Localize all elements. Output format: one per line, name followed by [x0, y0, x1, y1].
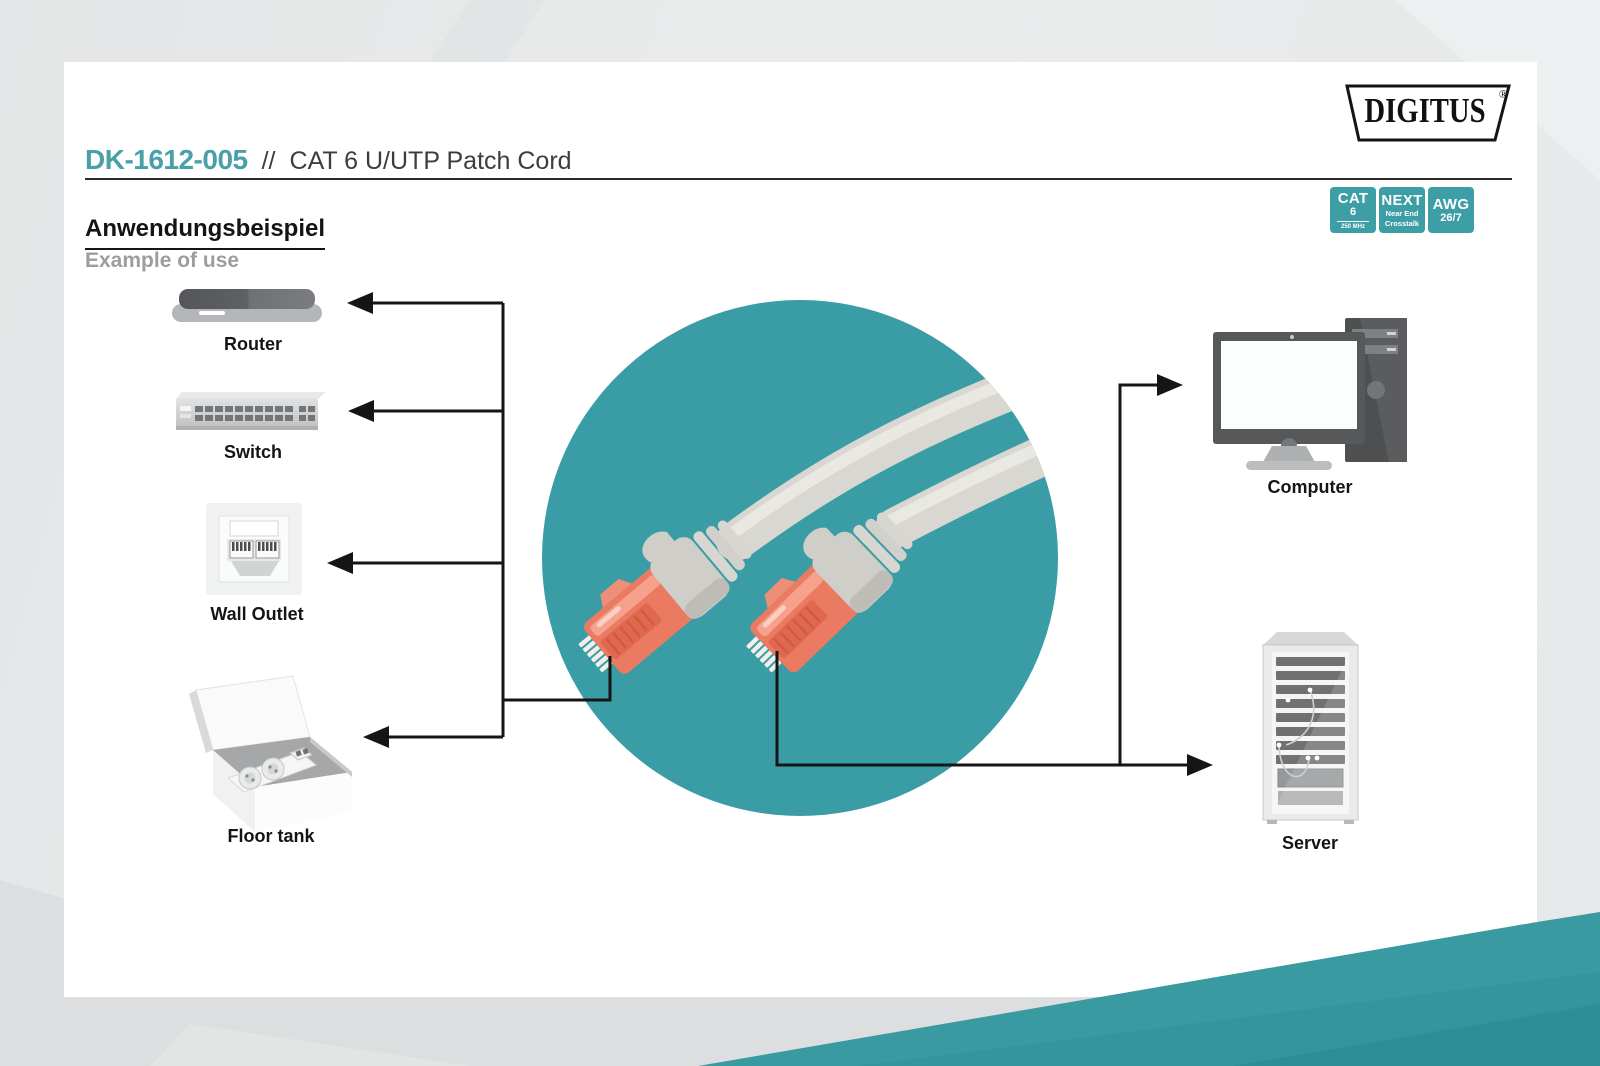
badge-cat6: CAT 6 250 MHz: [1330, 187, 1376, 233]
badge-next-bottom: Crosstalk: [1384, 218, 1420, 228]
badge-cat6-bottom: 250 MHz: [1340, 223, 1365, 230]
digitus-logo-text: DIGITUS: [1364, 91, 1486, 130]
wall-outlet-label: Wall Outlet: [210, 604, 304, 624]
badge-next: NEXT Near End Crosstalk: [1379, 187, 1425, 233]
registered-trademark: ®: [1498, 87, 1508, 101]
badge-awg-mid: 26/7: [1440, 211, 1462, 224]
badge-awg-top: AWG: [1432, 195, 1470, 213]
content-card: [64, 62, 1537, 997]
title-separator: //: [261, 147, 276, 175]
section-title-en: Example of use: [85, 249, 240, 272]
badge-cat6-top: CAT: [1337, 189, 1369, 207]
title-rule: [85, 178, 1512, 180]
spec-badges: CAT 6 250 MHz NEXT Near End Crosstalk AW…: [1330, 187, 1474, 233]
computer-label: Computer: [1267, 477, 1353, 497]
switch-label: Switch: [223, 442, 282, 462]
floor-tank-label: Floor tank: [227, 826, 315, 846]
badge-next-mid: Near End: [1385, 209, 1419, 218]
page-title: DK-1612-005 // CAT 6 U/UTP Patch Cord: [85, 144, 572, 176]
digitus-logo: DIGITUS ®: [1345, 84, 1511, 142]
product-name: CAT 6 U/UTP Patch Cord: [289, 147, 572, 175]
badge-cat6-mid: 6: [1349, 205, 1357, 218]
badge-awg: AWG 26/7: [1428, 187, 1474, 233]
router-label: Router: [224, 334, 282, 354]
product-code: DK-1612-005: [85, 144, 248, 175]
digitus-logo-frame: [1345, 84, 1511, 142]
section-title-de: Anwendungsbeispiel: [85, 215, 326, 250]
badge-divider: [1337, 220, 1369, 222]
badge-next-top: NEXT: [1381, 192, 1423, 209]
server-label: Server: [1281, 833, 1339, 853]
